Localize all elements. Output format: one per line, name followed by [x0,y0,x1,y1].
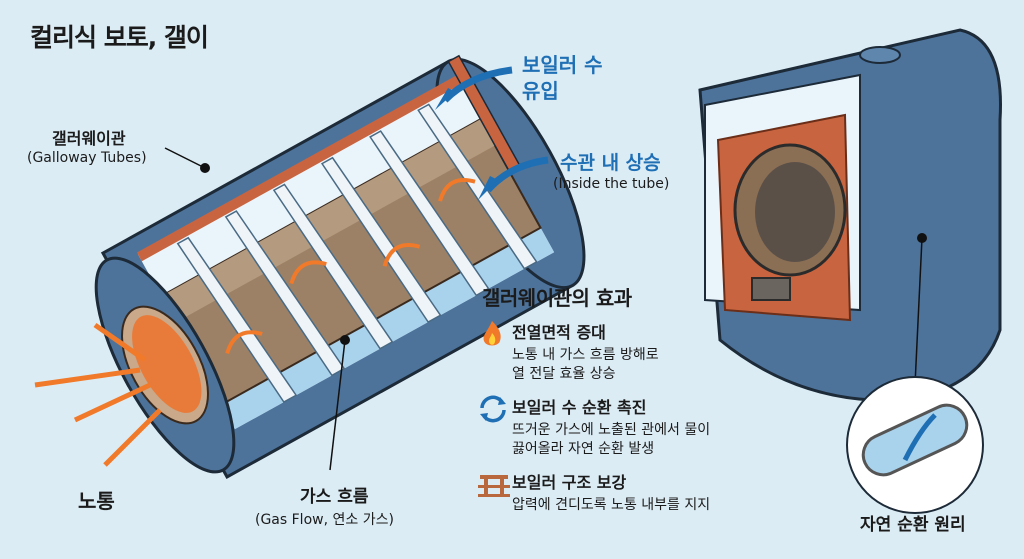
effect-desc: 노통 내 가스 흐름 방해로 [512,347,659,363]
gas-flow-arrows [225,178,476,355]
cornish-boiler-cutaway [94,54,586,479]
exhaust-arrows [34,322,162,467]
cycle-arrows-icon [480,395,506,423]
galloway-label-en: (Galloway Tubes) [27,150,147,166]
effect-title: 보일러 수 순환 촉진 [512,398,647,417]
effect-desc: 뜨거운 가스에 노출된 관에서 물이 [512,422,711,438]
flame-icon [483,321,501,346]
boiler-end-view [698,28,1002,402]
effects-panel: 갤러웨이관의 효과 전열면적 증대 노통 내 가스 흐름 방해로 열 전달 효율… [476,282,710,525]
water-inflow-line-2: 유입 [522,79,559,103]
effect-item: 전열면적 증대 노통 내 가스 흐름 방해로 열 전달 효율 상승 [476,319,710,384]
circulation-label: 자연 순환 원리 [860,515,966,535]
effects-heading: 갤러웨이관의 효과 [482,286,632,310]
furnace-label: 노통 [78,489,115,513]
effect-title: 보일러 구조 보강 [512,473,627,492]
gas-flow-label-en: (Gas Flow, 연소 가스) [255,512,394,528]
rise-label: 수관 내 상승 [560,152,661,174]
circulation-inset [846,376,984,514]
galloway-label: 갤러웨이관 [52,129,126,148]
support-beam-icon [478,475,510,497]
rise-label-en: (Inside the tube) [553,176,670,192]
effect-desc: 열 전달 효율 상승 [512,366,616,382]
effect-desc: 끓어올라 자연 순환 발생 [512,441,655,457]
gas-flow-label: 가스 흐름 [300,487,369,507]
effect-title: 전열면적 증대 [512,323,606,342]
effect-item: 보일러 수 순환 촉진 뜨거운 가스에 노출된 관에서 물이 끓어올라 자연 순… [476,394,710,459]
effect-desc: 압력에 견디도록 노통 내부를 지지 [512,497,711,513]
effect-item: 보일러 구조 보강 압력에 견디도록 노통 내부를 지지 [476,469,710,515]
water-inflow-line-1: 보일러 수 [522,53,603,77]
water-inflow-label: 보일러 수 유입 [522,52,603,104]
galloway-tubes [176,103,538,404]
page-title: 컬리식 보토, 갤이 [30,23,209,52]
